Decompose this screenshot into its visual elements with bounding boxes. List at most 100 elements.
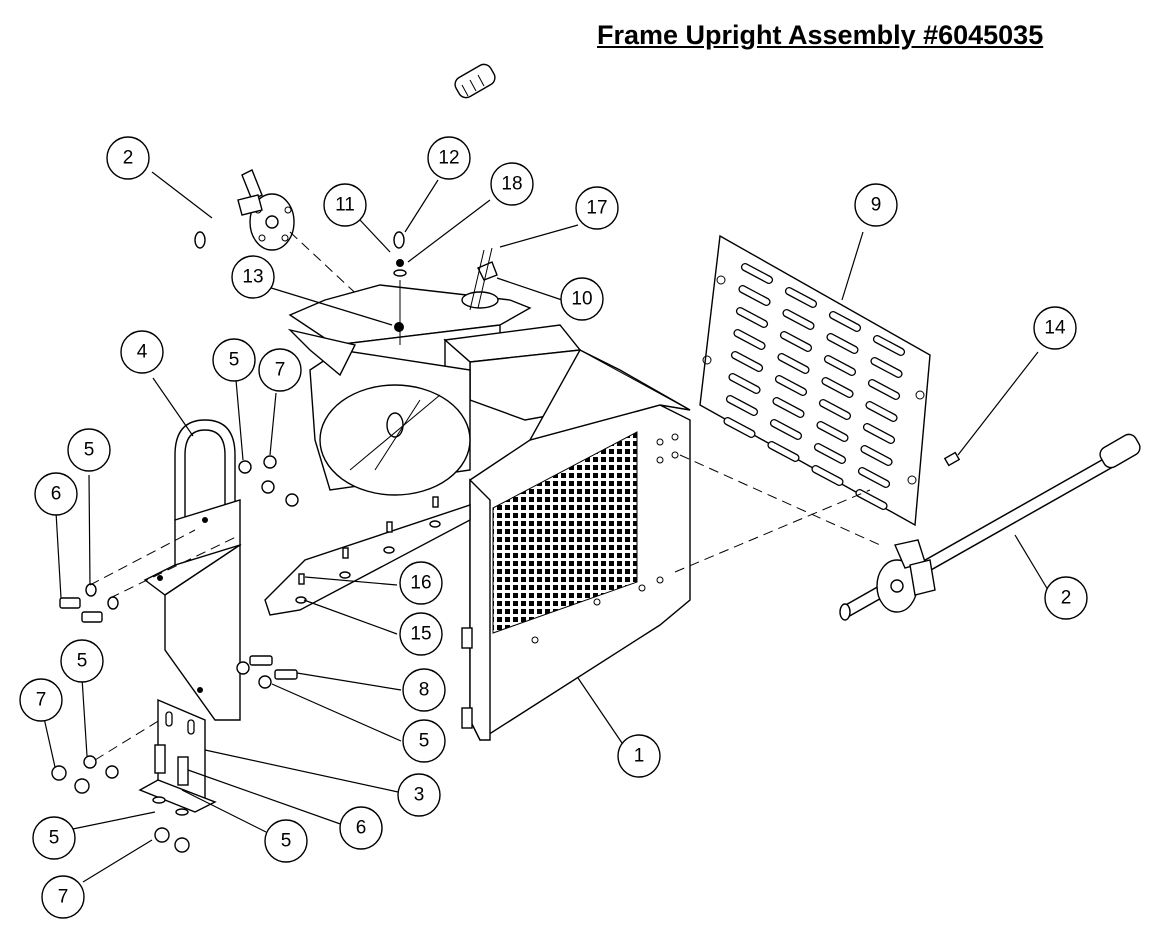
top-hardware <box>393 231 498 345</box>
callout-10: 10 <box>560 277 604 321</box>
callout-16: 16 <box>399 561 443 605</box>
callout-2: 2 <box>1044 576 1088 620</box>
callout-17: 17 <box>575 186 619 230</box>
callout-7: 7 <box>41 875 85 919</box>
louver-slot <box>865 401 898 422</box>
callout-5: 5 <box>32 816 76 860</box>
louver-slot <box>767 441 800 462</box>
callout-6: 6 <box>34 472 78 516</box>
callout-label: 5 <box>281 831 292 852</box>
callout-label: 17 <box>586 198 607 219</box>
louver-slot <box>816 421 849 442</box>
support-bracket <box>143 419 242 721</box>
bracket-dash-2 <box>109 534 241 599</box>
louver-slot <box>823 355 857 376</box>
callout-3: 3 <box>397 773 441 817</box>
callout-label: 10 <box>571 289 592 310</box>
callout-label: 2 <box>123 148 134 169</box>
callout-label: 5 <box>419 731 430 752</box>
callout-label: 7 <box>36 690 47 711</box>
rail-bolts <box>295 496 441 604</box>
callout-5: 5 <box>264 819 308 863</box>
callout-5: 5 <box>402 719 446 763</box>
base-plate <box>138 698 217 813</box>
bracket-dash-1 <box>89 529 196 586</box>
callout-7: 7 <box>258 348 302 392</box>
louvered-cover-panel <box>699 234 931 527</box>
callout-15: 15 <box>399 612 443 656</box>
louver-slot <box>774 375 808 396</box>
louver-slot <box>818 399 852 420</box>
callout-label: 14 <box>1044 318 1066 339</box>
callout-label: 8 <box>419 680 430 701</box>
callout-2: 2 <box>106 136 150 180</box>
callout-8: 8 <box>402 668 446 712</box>
louver-slot <box>813 443 847 464</box>
callout-label: 11 <box>335 195 355 216</box>
callout-1: 1 <box>617 734 661 778</box>
louver-slot <box>740 263 774 284</box>
fastener-hardware <box>51 455 299 853</box>
lower-handle-bar <box>839 433 1141 621</box>
callout-label: 3 <box>414 785 425 806</box>
callout-5: 5 <box>60 639 104 683</box>
louver-slot <box>860 445 893 466</box>
upright-body <box>264 284 691 742</box>
callout-18: 18 <box>490 162 534 206</box>
callout-11: 11 <box>323 183 367 227</box>
callout-13: 13 <box>231 255 275 299</box>
louver-slot <box>738 285 771 306</box>
callout-5: 5 <box>67 428 111 472</box>
callout-12: 12 <box>427 136 471 180</box>
upper-handle-bar <box>194 63 496 251</box>
louver-slot <box>811 465 844 486</box>
callout-label: 16 <box>410 573 431 594</box>
callout-label: 5 <box>49 828 60 849</box>
louver-slot <box>857 467 891 488</box>
callout-4: 4 <box>120 330 164 374</box>
louver-slot <box>733 329 766 350</box>
leader-lines <box>43 171 1049 883</box>
louver-slot <box>872 335 906 356</box>
louver-slot <box>867 379 901 400</box>
callout-label: 6 <box>356 818 367 839</box>
callout-9: 9 <box>854 183 898 227</box>
callout-5: 5 <box>212 338 256 382</box>
louver-slot <box>821 377 854 398</box>
callout-label: 5 <box>84 440 95 461</box>
callout-label: 15 <box>410 624 431 645</box>
louver-slot <box>870 357 903 378</box>
louver-slot <box>772 397 805 418</box>
callout-label: 5 <box>77 651 88 672</box>
louver-slot <box>735 307 769 328</box>
cover-panel-dash-2 <box>674 489 871 573</box>
louver-slot <box>826 333 859 354</box>
louver-slot <box>769 419 803 440</box>
louver-slot <box>862 423 896 444</box>
louver-slot <box>730 351 764 372</box>
callout-6: 6 <box>339 806 383 850</box>
callout-14: 14 <box>1033 306 1077 350</box>
callout-label: 13 <box>242 267 263 288</box>
callout-7: 7 <box>19 678 63 722</box>
louver-slot <box>777 353 810 374</box>
base-dash <box>94 719 161 761</box>
callout-label: 4 <box>137 342 148 363</box>
callout-label: 1 <box>634 746 645 767</box>
callout-label: 6 <box>51 484 62 505</box>
diagram-title: Frame Upright Assembly #6045035 <box>597 20 1044 50</box>
callout-label: 12 <box>438 148 459 169</box>
callout-label: 2 <box>1061 588 1072 609</box>
screw-14 <box>943 451 961 467</box>
louver-slot <box>782 309 815 330</box>
louver-slot <box>725 395 759 416</box>
louver-slot <box>779 331 813 352</box>
callout-label: 7 <box>275 360 286 381</box>
louver-slot <box>828 311 862 332</box>
callout-label: 9 <box>871 195 882 216</box>
callout-label: 18 <box>501 174 522 195</box>
cover-panel-dash <box>679 454 881 546</box>
louver-slot <box>855 489 888 510</box>
